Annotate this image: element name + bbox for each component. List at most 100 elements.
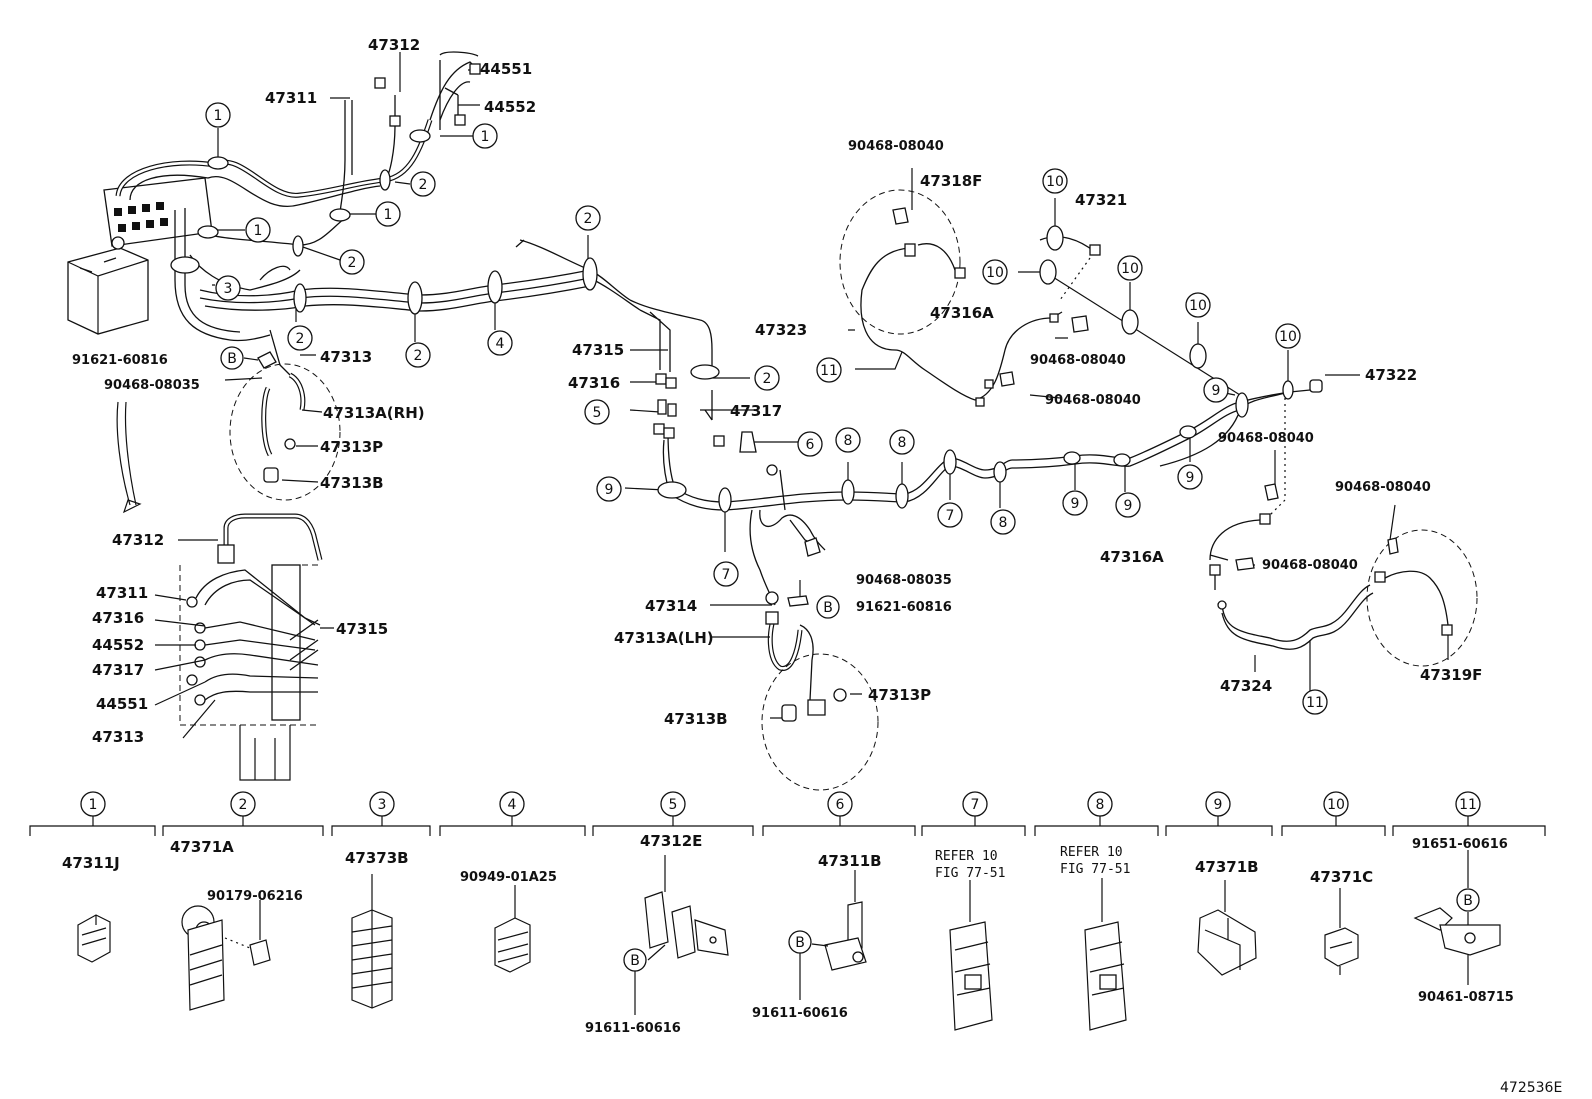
callout-10-28-number: 10: [1279, 329, 1297, 345]
label-44552-top: 44552: [484, 98, 536, 116]
label-47313A-RH: 47313A(RH): [323, 404, 425, 422]
inset-labels: 47312 47311 47316 44552 47317 44551 4731…: [92, 531, 388, 746]
label-47324: 47324: [1220, 677, 1272, 695]
callout-10-26: 10: [1117, 255, 1143, 281]
legend-part-9a: 47371B: [1195, 858, 1259, 876]
tube-fittings: [374, 63, 1453, 636]
b-callout-rh: B: [220, 346, 244, 370]
callout-10-24: 10: [1042, 168, 1068, 194]
legend-part-2a: 47371A: [170, 838, 234, 856]
callout-2-8-number: 2: [584, 211, 593, 227]
callout-2-7: 2: [405, 342, 431, 368]
tube-clamps: [170, 129, 1294, 513]
callout-2-7-number: 2: [414, 348, 423, 364]
clamp-legend: 47311J 47371A 90179-06216 47373B 90949-0: [29, 791, 1546, 1036]
svg-text:B: B: [227, 351, 237, 367]
label-44551-top: 44551: [480, 60, 532, 78]
legend-part-2b: 90179-06216: [207, 889, 303, 904]
callout-10-26-number: 10: [1121, 261, 1139, 277]
callout-9-23-number: 9: [1212, 383, 1221, 399]
callout-7-14-number: 7: [722, 567, 731, 583]
legend-number-10: 10: [1323, 791, 1349, 817]
callout-8-17: 8: [889, 429, 915, 455]
svg-text:7: 7: [971, 797, 980, 813]
callout-8-16: 8: [835, 427, 861, 453]
callout-4-11-number: 4: [496, 336, 505, 352]
label-47312-top: 47312: [368, 36, 420, 54]
callout-2-8: 2: [575, 205, 601, 231]
label-47313A-LH: 47313A(LH): [614, 629, 714, 647]
callout-9-22-number: 9: [1186, 470, 1195, 486]
legend-number-4: 4: [499, 791, 525, 817]
callout-2-9-number: 2: [763, 371, 772, 387]
brake-tubes-front: [115, 51, 479, 342]
legend-number-8: 8: [1087, 791, 1113, 817]
callout-6-13: 6: [797, 431, 823, 457]
callout-3-10: 3: [215, 275, 241, 301]
callout-7-15: 7: [937, 502, 963, 528]
callout-5-12-number: 5: [593, 405, 602, 421]
label-90468-08035-b: 90468-08035: [856, 573, 952, 588]
inset-label-47317: 47317: [92, 661, 144, 679]
label-47314: 47314: [645, 597, 697, 615]
callout-9-19: 9: [596, 476, 622, 502]
legend-number-6: 6: [827, 791, 853, 817]
callout-10-27: 10: [1185, 292, 1211, 318]
svg-text:9: 9: [1214, 797, 1223, 813]
detail-arrow: [116, 401, 142, 514]
callout-9-21-number: 9: [1124, 498, 1133, 514]
label-47313B-b: 47313B: [664, 710, 728, 728]
inset-label-47312: 47312: [112, 531, 164, 549]
label-47313P-a: 47313P: [320, 438, 383, 456]
callout-8-17-number: 8: [898, 435, 907, 451]
callout-5-12: 5: [584, 399, 610, 425]
part-labels: 47312 44551 47311 44552 90468-08040 4731…: [72, 36, 1482, 728]
callout-10-25-number: 10: [986, 265, 1004, 281]
label-90468-08040-a: 90468-08040: [848, 139, 944, 154]
legend-part-1a: 47311J: [62, 854, 120, 872]
legend-clip-8: REFER 10 FIG 77-51: [1060, 845, 1130, 1031]
callout-10-28: 10: [1275, 323, 1301, 349]
legend-ref-8b: FIG 77-51: [1060, 862, 1130, 877]
legend-part-3a: 47373B: [345, 849, 409, 867]
label-47323: 47323: [755, 321, 807, 339]
label-47315-mid: 47315: [572, 341, 624, 359]
rear-lh-flex-hose: [761, 613, 879, 791]
callout-2-4-number: 2: [419, 177, 428, 193]
callout-6-13-number: 6: [806, 437, 815, 453]
legend-number-5: 5: [660, 791, 686, 817]
label-47311-top: 47311: [265, 89, 317, 107]
callout-9-21: 9: [1115, 492, 1141, 518]
label-91621-60816-b: 91621-60816: [856, 600, 952, 615]
svg-text:8: 8: [1096, 797, 1105, 813]
label-90468-08040-d: 90468-08040: [1218, 431, 1314, 446]
legend-clip-3: 47373B: [345, 849, 409, 1009]
svg-text:4: 4: [508, 797, 517, 813]
label-47313-top: 47313: [320, 348, 372, 366]
b-callout-lh: B: [816, 595, 840, 619]
label-47316A-b: 47316A: [1100, 548, 1164, 566]
label-47316-mid: 47316: [568, 374, 620, 392]
callout-7-14: 7: [713, 561, 739, 587]
callout-11-30: 11: [1302, 689, 1328, 715]
legend-clip-1: 47311J: [62, 854, 120, 963]
label-47322: 47322: [1365, 366, 1417, 384]
callout-2-6: 2: [287, 325, 313, 351]
callout-1-0: 1: [205, 102, 231, 128]
callout-9-20-number: 9: [1071, 496, 1080, 512]
legend-number-3: 3: [369, 791, 395, 817]
callout-10-27-number: 10: [1189, 298, 1207, 314]
svg-text:5: 5: [669, 797, 678, 813]
label-91621-60816-a: 91621-60816: [72, 353, 168, 368]
svg-text:11: 11: [1459, 797, 1477, 813]
callout-10-24-number: 10: [1046, 174, 1064, 190]
legend-part-6a: 47311B: [818, 852, 882, 870]
legend-part-6b: 91611-60616: [752, 1006, 848, 1021]
callout-1-1-number: 1: [481, 129, 490, 145]
legend-part-4a: 90949-01A25: [460, 870, 557, 885]
svg-text:1: 1: [89, 797, 98, 813]
b-callouts: B B: [220, 346, 840, 619]
callout-7-15-number: 7: [946, 508, 955, 524]
label-90468-08040-e: 90468-08040: [1335, 480, 1431, 495]
